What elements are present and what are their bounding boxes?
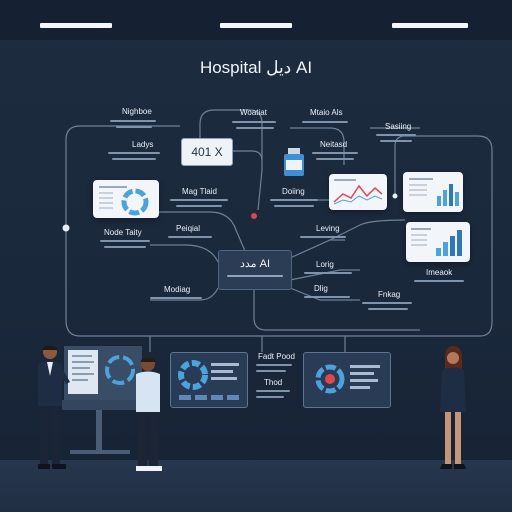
node-label: Modiag bbox=[164, 285, 191, 294]
node-sublabel bbox=[100, 240, 150, 242]
node-sublabel bbox=[112, 158, 156, 160]
node-label: Leving bbox=[316, 224, 340, 233]
node-sublabel bbox=[256, 396, 284, 398]
node-label: Sasiing bbox=[385, 122, 412, 131]
bottom-label: Fadt Pood bbox=[258, 352, 295, 361]
node-sublabel bbox=[168, 236, 212, 238]
bar-chart-icon bbox=[409, 178, 459, 206]
node-sublabel bbox=[312, 152, 358, 154]
bottom-panel bbox=[170, 352, 248, 408]
node-sublabel bbox=[274, 205, 314, 207]
floor bbox=[0, 460, 512, 512]
node-sublabel bbox=[236, 127, 274, 129]
node-sublabel bbox=[104, 246, 146, 248]
ceiling bbox=[0, 0, 512, 40]
node-label: Imeaok bbox=[426, 268, 453, 277]
diagram-title: Hospital ديل AI bbox=[199, 58, 313, 77]
node-sublabel bbox=[116, 126, 152, 128]
node-sublabel bbox=[110, 120, 156, 122]
badge-label: 401 X bbox=[191, 145, 223, 159]
node-label: Fnkag bbox=[378, 290, 401, 299]
pie-chart-icon bbox=[99, 186, 149, 216]
presenter-man-figure bbox=[38, 345, 70, 469]
dashboard-card bbox=[93, 180, 159, 218]
central-node-label: مدد AI bbox=[239, 258, 271, 270]
node-sublabel bbox=[256, 390, 290, 392]
dashboard-card bbox=[403, 172, 463, 212]
node-sublabel bbox=[304, 272, 352, 274]
junction-dot bbox=[251, 213, 257, 219]
node-label: Dlig bbox=[314, 284, 328, 293]
node-label: Lorig bbox=[316, 260, 334, 269]
woman-figure bbox=[440, 346, 466, 469]
medicine-bottle-icon bbox=[284, 148, 304, 176]
node-sublabel bbox=[300, 236, 346, 238]
junction-dot bbox=[62, 224, 70, 232]
junction-dot bbox=[392, 193, 398, 199]
ring-chart-icon bbox=[178, 360, 239, 400]
display-stand bbox=[96, 410, 102, 452]
node-label: Peiqial bbox=[176, 224, 201, 233]
dashboard-card bbox=[329, 174, 387, 210]
line-chart-icon bbox=[333, 179, 383, 205]
node-label: Neitasd bbox=[320, 140, 348, 149]
bar-chart-icon bbox=[411, 228, 462, 256]
node-sublabel bbox=[150, 297, 202, 299]
node-sublabel bbox=[414, 280, 464, 282]
node-label: Nighboe bbox=[122, 107, 152, 116]
screen-dashboard bbox=[68, 350, 135, 394]
node-sublabel bbox=[176, 205, 222, 207]
node-label: Woatiat bbox=[240, 108, 267, 117]
node-sublabel bbox=[316, 158, 354, 160]
display-stand bbox=[70, 450, 130, 454]
ceiling-light bbox=[392, 23, 468, 28]
node-sublabel bbox=[304, 296, 350, 298]
listener-man-figure bbox=[136, 357, 162, 471]
node-sublabel bbox=[232, 121, 276, 123]
node-sublabel bbox=[362, 302, 412, 304]
node-label: Mtaio Als bbox=[310, 108, 343, 117]
node-sublabel bbox=[368, 308, 408, 310]
node-label: Ladys bbox=[132, 140, 154, 149]
ceiling-light bbox=[40, 23, 112, 28]
node-sublabel bbox=[380, 140, 412, 142]
display-stand bbox=[62, 400, 142, 410]
node-sublabel bbox=[302, 121, 348, 123]
node-label: Mag Tlaid bbox=[182, 187, 217, 196]
node-label: Node Taity bbox=[104, 228, 142, 237]
bottom-label: Thod bbox=[264, 378, 283, 387]
display-screen bbox=[62, 344, 144, 402]
node-sublabel bbox=[256, 364, 292, 366]
dashboard-card bbox=[406, 222, 470, 262]
status-badge: 401 X bbox=[181, 138, 233, 166]
node-sublabel bbox=[376, 134, 416, 136]
bottom-panel bbox=[303, 352, 391, 408]
ceiling-light bbox=[220, 23, 292, 28]
node-sublabel bbox=[108, 152, 160, 154]
node-label: Doiing bbox=[282, 187, 305, 196]
node-sublabel bbox=[227, 275, 283, 277]
node-sublabel bbox=[270, 199, 318, 201]
node-sublabel bbox=[170, 199, 228, 201]
central-ai-node: مدد AI bbox=[218, 250, 292, 290]
node-sublabel bbox=[256, 370, 286, 372]
ring-chart-icon bbox=[315, 364, 380, 394]
